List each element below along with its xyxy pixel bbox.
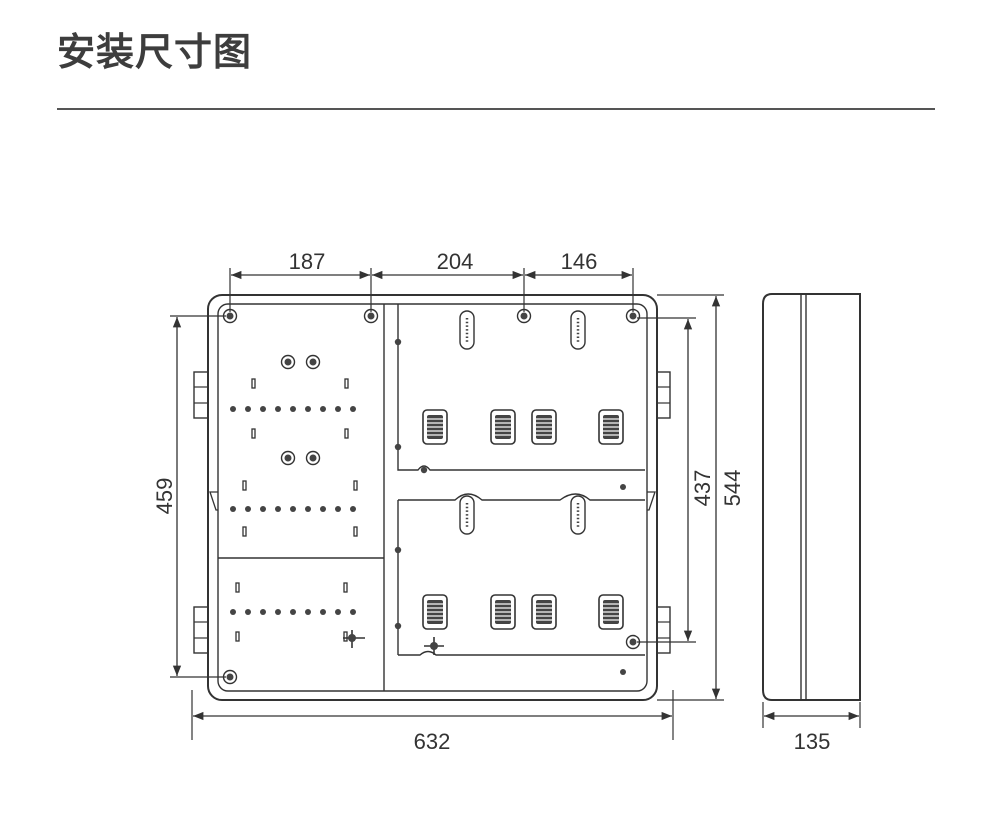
mounting-bracket-top-right (655, 371, 671, 419)
dim-label-437: 437 (690, 470, 715, 507)
mounting-bracket-bottom-left (193, 606, 209, 654)
dim-label-204: 204 (437, 249, 474, 274)
dim-label-544: 544 (720, 470, 745, 507)
left-panel (218, 304, 385, 691)
mounting-bracket-bottom-right (655, 606, 671, 654)
dim-label-146: 146 (561, 249, 598, 274)
title-divider (57, 108, 935, 110)
side-view (762, 293, 861, 701)
dim-label-135: 135 (794, 729, 831, 754)
page-title: 安装尺寸图 (57, 30, 253, 74)
mounting-bracket-top-left (193, 371, 209, 419)
dim-label-459: 459 (152, 478, 177, 515)
dim-label-632: 632 (414, 729, 451, 754)
right-panel (394, 304, 645, 675)
dim-label-187: 187 (289, 249, 326, 274)
